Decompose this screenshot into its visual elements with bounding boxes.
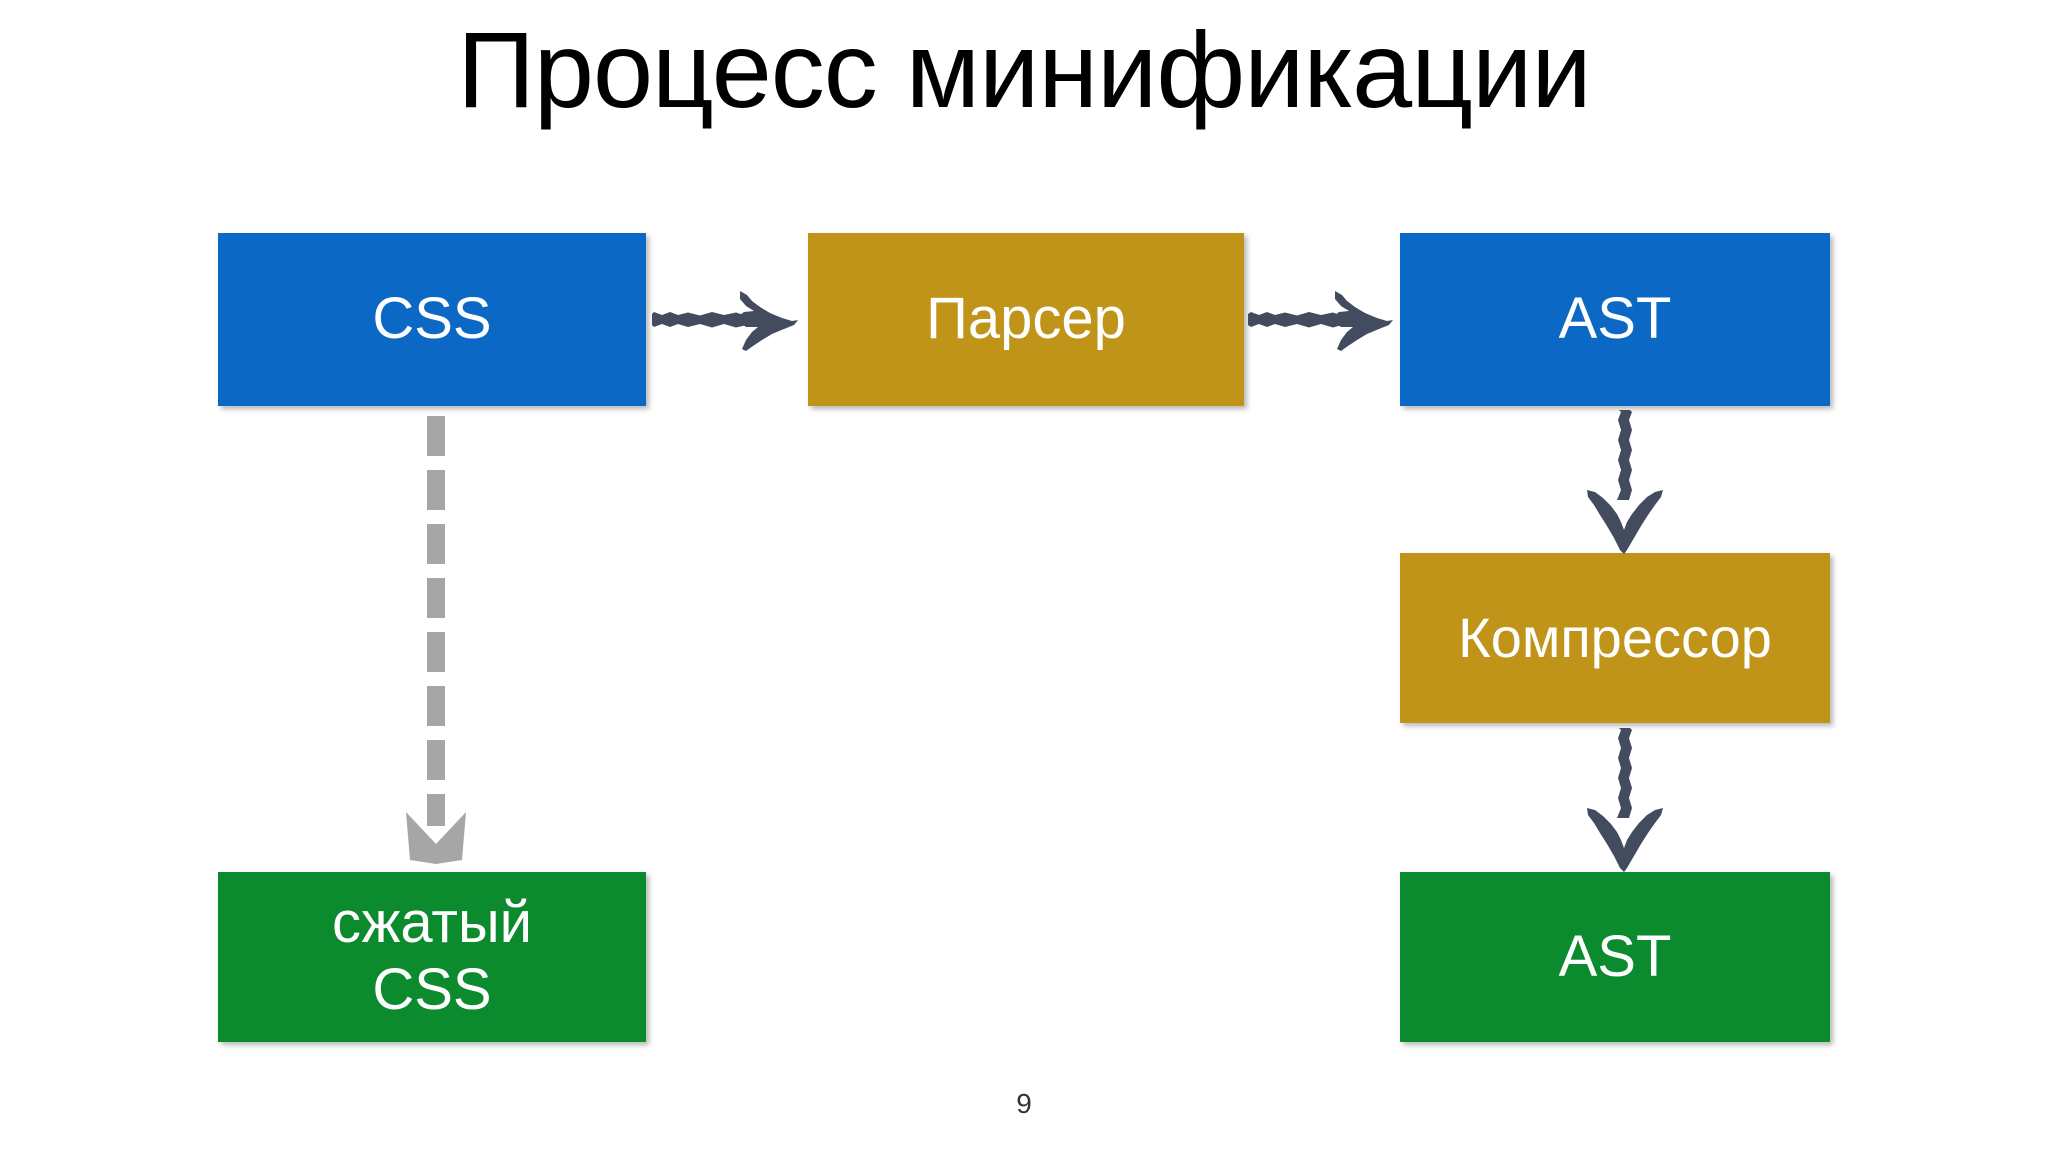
arrow-ast-to-compressor-icon: [1575, 408, 1675, 556]
page-title: Процесс минификации: [457, 9, 1591, 130]
flow-node-compressor-label: Компрессор: [1458, 605, 1772, 669]
arrow-css-to-minified-css-icon: [398, 408, 474, 866]
flow-node-ast-top-label: AST: [1558, 286, 1672, 352]
arrow-compressor-to-ast-icon: [1575, 726, 1675, 874]
flow-node-css[interactable]: CSS: [218, 233, 646, 406]
flow-node-compressor[interactable]: Компрессор: [1400, 553, 1830, 723]
page-number: 9: [1016, 1088, 1032, 1119]
flow-node-minified-css-label: сжатый CSS: [331, 890, 533, 1022]
flow-node-ast-top[interactable]: AST: [1400, 233, 1830, 406]
flow-node-css-label: CSS: [372, 286, 492, 352]
flow-node-minified-css[interactable]: сжатый CSS: [218, 872, 646, 1042]
arrow-css-to-parser-icon: [648, 283, 810, 357]
flow-node-parser[interactable]: Парсер: [808, 233, 1244, 406]
flow-node-ast-bottom[interactable]: AST: [1400, 872, 1830, 1042]
flow-node-parser-label: Парсер: [926, 286, 1126, 352]
arrow-parser-to-ast-icon: [1246, 283, 1402, 357]
flow-node-ast-bottom-label: AST: [1558, 923, 1672, 989]
